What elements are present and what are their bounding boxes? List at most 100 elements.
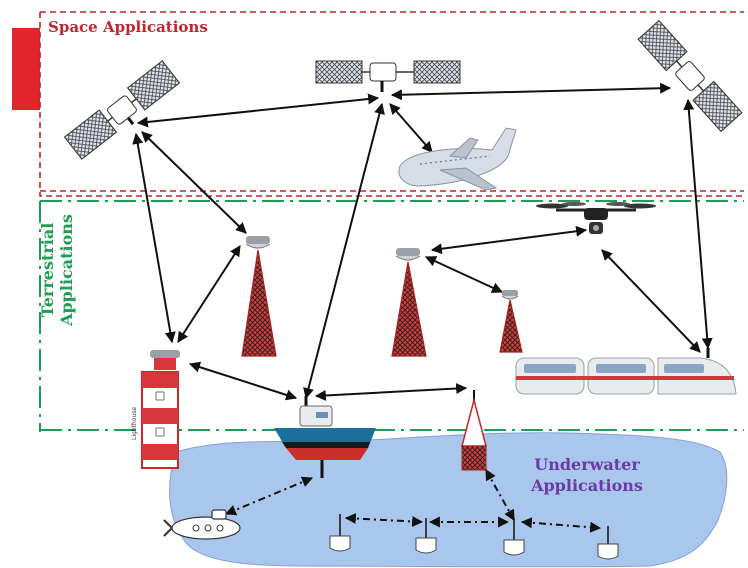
satellite-icon [637, 19, 743, 133]
satellite-panel [63, 109, 118, 160]
cell-tower-icon [391, 248, 427, 357]
buoy-float [461, 445, 487, 471]
ship-icon [274, 396, 376, 478]
drone-lens [593, 225, 599, 231]
ship-window [316, 412, 328, 418]
link-tower-2-tower-3 [425, 256, 503, 293]
space-zone-marker [12, 28, 40, 110]
satellite-panel [315, 60, 363, 84]
terrestrial-label-line1: Terrestrial [38, 222, 57, 318]
link-buoy-sensor [485, 469, 515, 521]
sensor-body [503, 539, 525, 556]
tower-antenna [502, 290, 518, 296]
sensor-body [597, 543, 619, 560]
link-sat-left-tower-1 [141, 131, 247, 234]
link-sat-left-lighthouse [132, 132, 176, 344]
satellite-icon [63, 60, 181, 160]
cell-tower-icon [241, 236, 277, 357]
link-lighthouse-ship [188, 361, 298, 401]
airplane-wing [448, 137, 479, 159]
link-sat-left-sat-center [136, 93, 380, 128]
lighthouse-antenna [150, 350, 180, 358]
tower-body [391, 261, 427, 357]
space-zone-border [39, 11, 744, 197]
submarine-icon [163, 509, 241, 540]
lighthouse-band [142, 372, 178, 388]
link-sat-center-airplane [389, 103, 433, 153]
submarine-hull [171, 516, 241, 540]
connection-links [132, 82, 713, 401]
link-drone-train [601, 249, 701, 353]
drone-icon [536, 202, 656, 234]
lighthouse-band [142, 408, 178, 424]
tower-dish [245, 243, 271, 249]
space-zone [12, 11, 744, 197]
sensor-body [415, 537, 437, 554]
airplane-icon [398, 127, 517, 191]
train-stripe [516, 376, 734, 380]
tower-body [499, 299, 523, 353]
link-sat-right-train [683, 98, 713, 350]
link-ship-buoy [314, 383, 468, 401]
tower-dish [501, 295, 519, 300]
link-sensor-3-4 [520, 517, 602, 533]
terrestrial-label-line2: Applications [57, 214, 76, 326]
lighthouse-band [142, 444, 178, 460]
lighthouse-window [155, 427, 165, 437]
tower-body [241, 249, 277, 357]
underwater-zone-label: Underwater Applications [512, 454, 662, 496]
train-windows [664, 364, 704, 373]
water-body [169, 432, 728, 568]
cell-tower-icon [499, 290, 523, 353]
ship-stripe [282, 442, 370, 448]
buoy-frame [461, 397, 487, 447]
satellite-panel [637, 19, 688, 72]
satellite-antenna [126, 116, 135, 126]
sensor-body [329, 535, 351, 552]
airplane-wing [439, 167, 498, 191]
train-windows [524, 364, 576, 373]
satellite-body [369, 62, 397, 82]
terrestrial-zone-label: Terrestrial Applications [38, 210, 76, 330]
link-sensor-1-2 [344, 513, 424, 527]
drone-rotor [536, 203, 568, 209]
tower-antenna [396, 248, 420, 256]
lighthouse-window [155, 391, 165, 401]
space-zone-label: Space Applications [48, 18, 208, 36]
link-ship-submarine [224, 476, 314, 516]
underwater-sensor-icon [503, 518, 525, 556]
link-sat-center-sat-right [390, 82, 672, 101]
underwater-sensor-icon [597, 526, 619, 560]
satellite-icon [315, 60, 461, 92]
underwater-label-line1: Underwater [534, 455, 640, 474]
drone-rotor [562, 202, 586, 206]
acoustic-links [224, 469, 602, 533]
buoy-icon [461, 390, 487, 471]
submarine-propeller [163, 519, 173, 537]
submarine-tower [211, 509, 227, 520]
lighthouse-caption: Lighthouse [131, 407, 138, 440]
underwater-sensor-icon [329, 514, 351, 552]
lighthouse-lamp [154, 358, 176, 370]
tower-antenna [246, 236, 270, 244]
drone-rotor [606, 202, 630, 206]
submarine-porthole [204, 524, 212, 532]
underwater-label-line2: Applications [531, 476, 643, 495]
submarine-porthole [216, 524, 224, 532]
drone-rotor [624, 203, 656, 209]
train-icon [515, 348, 737, 395]
train-windows [596, 364, 646, 373]
satellite-body [107, 95, 137, 125]
submarine-porthole [192, 524, 200, 532]
satellite-panel [126, 60, 181, 111]
drone-body [584, 208, 608, 220]
link-sat-center-ship [303, 102, 385, 400]
satellite-panel [692, 80, 743, 133]
link-tower-1-lighthouse [177, 245, 241, 343]
underwater-sensor-icon [415, 518, 437, 554]
airplane-windows [419, 155, 491, 165]
link-tower-2-drone [430, 225, 588, 255]
tower-dish [395, 255, 421, 261]
satellite-panel [413, 60, 461, 84]
